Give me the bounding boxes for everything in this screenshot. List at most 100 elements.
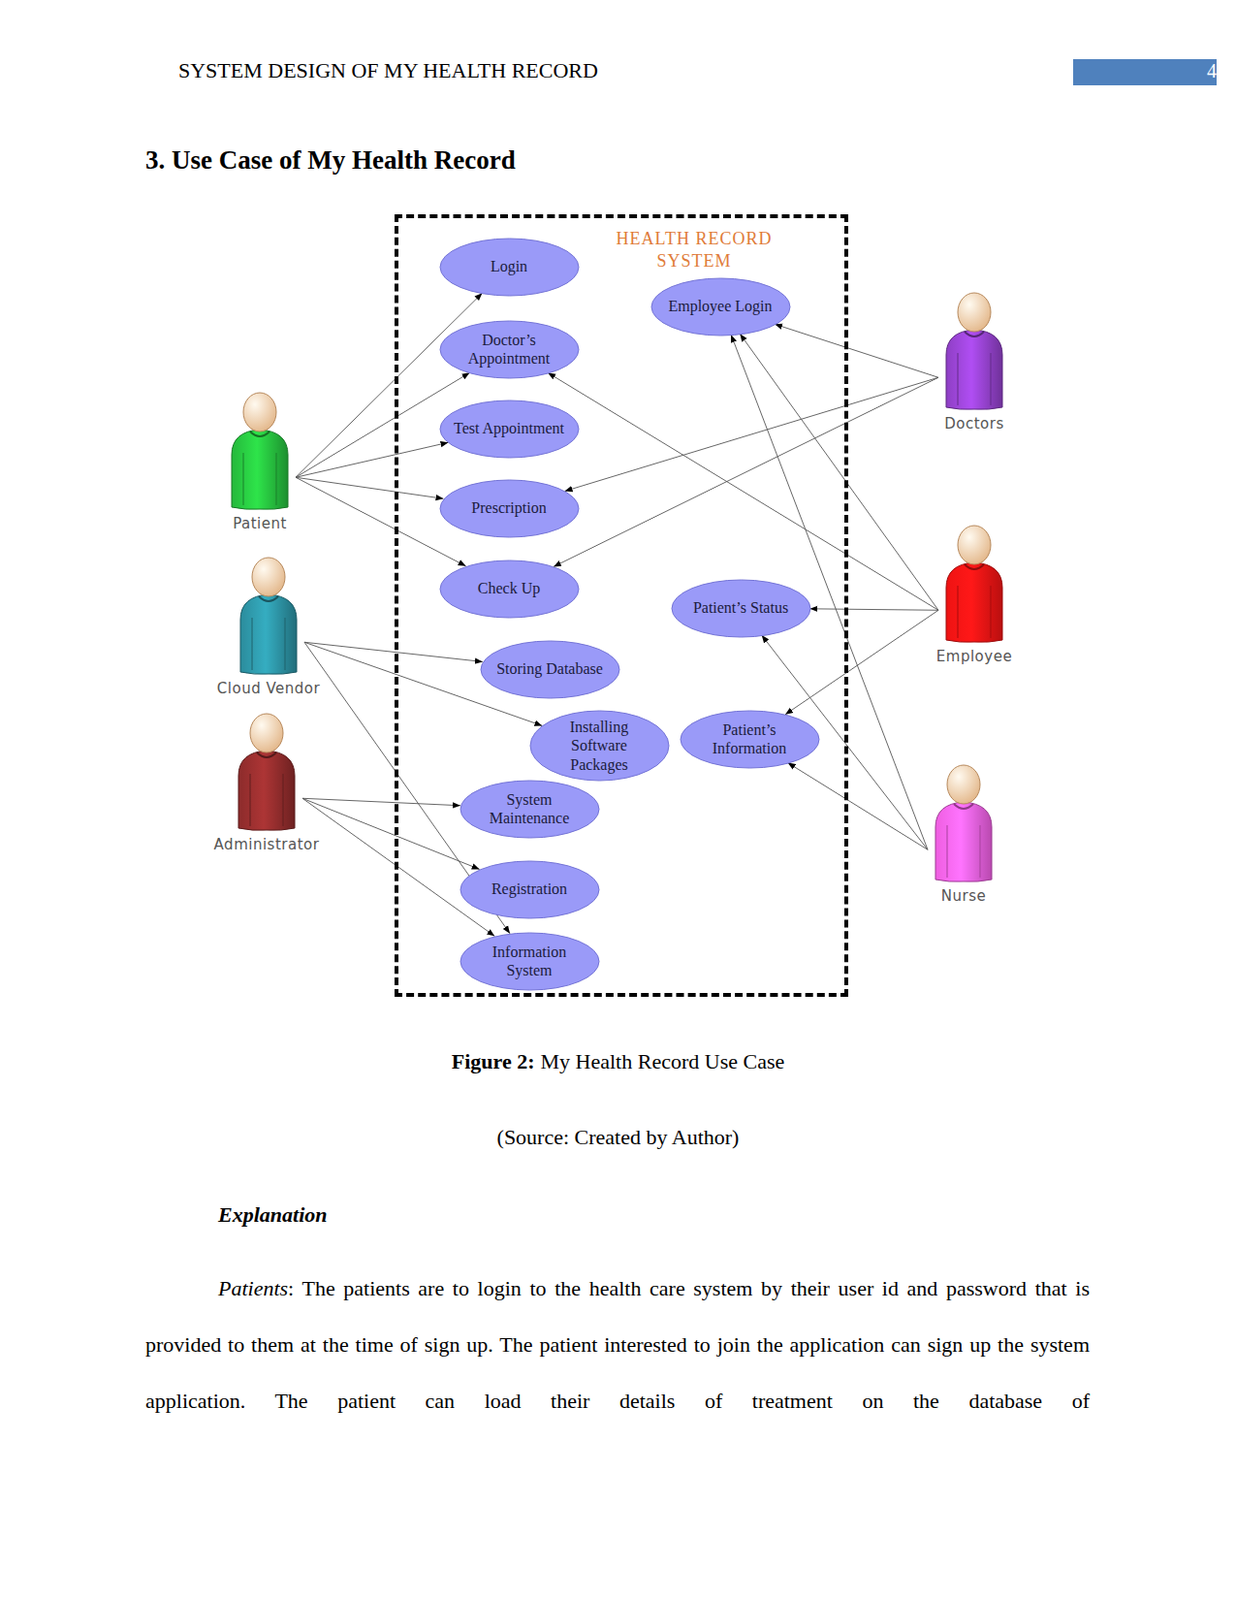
page-number: 4 — [1206, 60, 1217, 83]
association-arrow — [739, 333, 939, 610]
use-case-ellipse: Patient’s Information — [679, 709, 821, 769]
section-heading: 3. Use Case of My Health Record — [145, 145, 516, 176]
ellipse-fill — [651, 278, 791, 336]
use-case-ellipse: Doctor’s Appointment — [439, 319, 580, 380]
association-arrow — [295, 292, 482, 477]
association-arrow — [295, 442, 448, 477]
ellipse-fill — [440, 479, 579, 538]
figure-number: Figure 2: — [451, 1048, 536, 1074]
actor-label: Employee — [936, 647, 1013, 666]
use-case-ellipse: Test Appointment — [439, 399, 580, 459]
section-subheading: Explanation — [218, 1202, 327, 1228]
use-case-ellipse: Patient’s Status — [670, 578, 812, 638]
use-case-label: Patient’s Information — [700, 720, 798, 758]
use-case-label: System Maintenance — [480, 790, 578, 827]
actor-collar — [250, 431, 270, 437]
use-case-label: Employee Login — [667, 296, 772, 316]
body-paragraph: Patients: The patients are to login to t… — [145, 1260, 1090, 1429]
use-case-ellipse: Registration — [459, 859, 601, 920]
association-arrow — [553, 377, 939, 567]
use-case-label: Information System — [480, 942, 578, 980]
actor: Cloud Vendor — [195, 555, 342, 698]
use-case-label: Test Appointment — [453, 418, 565, 438]
use-case-label: Installing Software Packages — [560, 717, 638, 774]
paragraph-body: : The patients are to login to the healt… — [145, 1275, 1090, 1413]
ellipse-fill — [460, 860, 600, 919]
association-arrow — [295, 476, 467, 567]
use-case-ellipse: Login — [439, 237, 580, 297]
ellipse-fill — [460, 932, 600, 990]
actor-arm-line — [250, 773, 284, 826]
actor: Employee — [901, 523, 1047, 666]
association-arrow — [302, 797, 480, 869]
association-arrow — [547, 372, 939, 610]
actor-head — [947, 764, 981, 804]
actor: Administrator — [193, 711, 340, 854]
actor-label: Administrator — [214, 835, 320, 854]
caption-line: Figure 2:My Health Record Use Case — [0, 1048, 1236, 1075]
use-case-ellipse: Installing Software Packages — [529, 709, 670, 782]
ellipse-fill — [440, 560, 579, 618]
association-arrow — [302, 797, 461, 805]
ellipse-shape — [439, 319, 580, 380]
ellipse-fill — [480, 640, 620, 698]
use-case-label: Storing Database — [496, 659, 603, 678]
actor-body — [238, 750, 295, 830]
actor-collar — [256, 752, 277, 758]
running-header: SYSTEM DESIGN OF MY HEALTH RECORD — [178, 58, 599, 84]
paragraph-lead: Patients — [218, 1275, 288, 1300]
actor-figure — [223, 390, 296, 511]
ellipse-fill — [680, 710, 820, 768]
page-number-bar — [1073, 59, 1217, 86]
use-case-label: Registration — [491, 879, 568, 898]
actor-body — [946, 329, 1003, 410]
association-arrow — [788, 762, 928, 851]
actor-figure — [230, 711, 303, 832]
boundary-title: HEALTH RECORD SYSTEM — [606, 227, 782, 274]
actor-arm-line — [252, 617, 286, 670]
actor-arm-line — [243, 452, 277, 506]
figure-caption: My Health Record Use Case — [540, 1048, 786, 1074]
use-case-label: Doctor’s Appointment — [460, 330, 558, 368]
actor: Nurse — [890, 762, 1037, 905]
actor-head — [250, 713, 284, 753]
figure-source: (Source: Created by Author) — [0, 1124, 1236, 1150]
association-arrow — [774, 323, 939, 378]
association-arrow — [295, 476, 444, 499]
actor-arm-line — [957, 352, 991, 406]
actor-body — [231, 429, 288, 509]
actor-body — [935, 801, 992, 882]
actor-head — [957, 292, 991, 332]
actor-head — [243, 392, 277, 432]
actor-collar — [964, 564, 984, 570]
use-case-label: Prescription — [471, 498, 546, 517]
actor-body — [946, 562, 1003, 642]
actor-figure — [927, 762, 1000, 884]
actor: Doctors — [901, 290, 1047, 433]
actor-label: Patient — [232, 514, 287, 533]
use-case-label: Login — [490, 256, 528, 276]
association-arrow — [809, 608, 939, 610]
actor-collar — [964, 331, 984, 337]
use-case-ellipse: Check Up — [439, 559, 580, 619]
use-case-label: Patient’s Status — [693, 598, 789, 617]
actor-label: Cloud Vendor — [217, 679, 320, 698]
ellipse-shape — [459, 931, 601, 991]
use-case-ellipse: Storing Database — [479, 639, 621, 699]
actor-figure — [938, 290, 1011, 412]
actor-collar — [258, 596, 279, 602]
ellipse-shape — [459, 779, 601, 839]
ellipse-shape — [679, 709, 821, 769]
association-arrow — [785, 609, 939, 714]
actor-collar — [953, 803, 974, 809]
use-case-label: Check Up — [477, 578, 540, 598]
actor-arm-line — [947, 824, 981, 878]
ellipse-fill — [440, 400, 579, 458]
actor-body — [240, 594, 297, 674]
use-case-ellipse: Prescription — [439, 478, 580, 539]
actor-head — [957, 525, 991, 565]
ellipse-fill — [440, 320, 579, 379]
actor-label: Nurse — [941, 887, 986, 905]
ellipse-fill — [440, 238, 579, 296]
